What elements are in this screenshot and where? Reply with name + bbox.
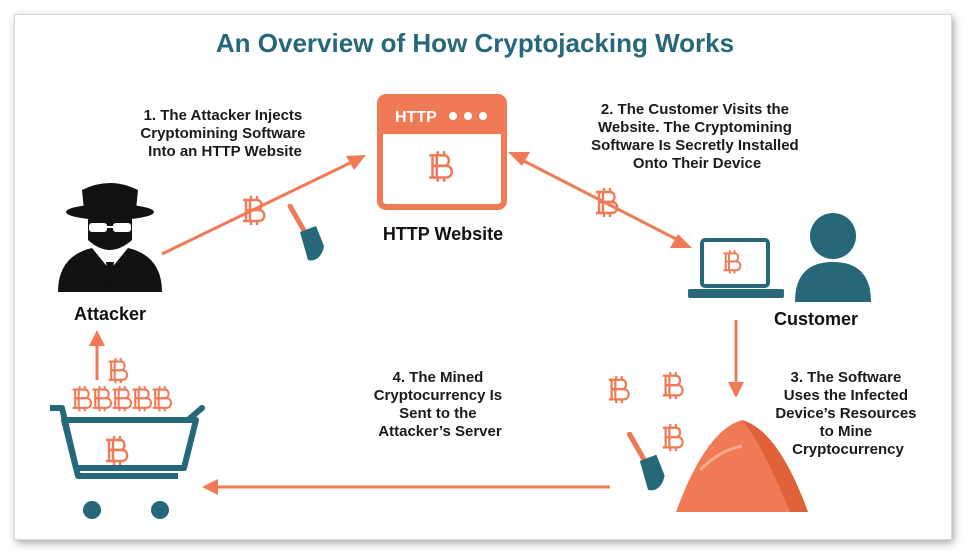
step-4-line: Sent to the xyxy=(399,405,477,422)
website-label: HTTP Website xyxy=(383,224,503,244)
step-4-line: 4. The Mined xyxy=(392,369,483,386)
step-3-text: 3. The Software Uses the Infected Device… xyxy=(775,369,920,458)
shovel-icon xyxy=(290,206,324,260)
arrow-cart-to-attacker xyxy=(89,330,105,380)
bitcoin-icon xyxy=(151,385,173,413)
step-3-line: Cryptocurrency xyxy=(792,441,904,458)
bitcoin-icon xyxy=(131,385,153,413)
bitcoin-icon xyxy=(428,149,454,184)
bitcoin-icon xyxy=(104,434,129,467)
bitcoin-icon xyxy=(722,249,742,275)
shovel-icon xyxy=(629,434,664,490)
step-4-line: Attacker’s Server xyxy=(378,423,502,440)
step-3-line: 3. The Software xyxy=(790,369,901,386)
step-2-line: Onto Their Device xyxy=(633,155,761,172)
http-tag: HTTP xyxy=(395,109,437,126)
bitcoin-icon xyxy=(661,422,684,453)
spy-icon xyxy=(58,183,162,292)
pile-icon xyxy=(676,420,808,512)
bitcoin-icon xyxy=(241,194,266,227)
bitcoin-icon xyxy=(594,186,619,219)
laptop-icon xyxy=(688,238,784,298)
step-1-text: 1. The Attacker Injects Cryptomining Sof… xyxy=(140,107,309,160)
bitcoin-icon xyxy=(607,374,630,405)
arrow-customer-to-pile xyxy=(728,320,744,398)
bitcoin-icon xyxy=(111,385,133,413)
browser-icon xyxy=(377,94,507,210)
cart-icon xyxy=(50,405,205,519)
step-4-line: Cryptocurrency Is xyxy=(374,387,502,404)
step-4-text: 4. The Mined Cryptocurrency Is Sent to t… xyxy=(374,369,507,440)
step-2-line: Software Is Secretly Installed xyxy=(591,137,799,154)
step-2-text: 2. The Customer Visits the Website. The … xyxy=(591,101,803,172)
step-2-line: Website. The Cryptomining xyxy=(598,119,792,136)
bitcoin-icon xyxy=(661,370,684,401)
step-3-line: Device’s Resources xyxy=(775,405,916,422)
step-3-line: to Mine xyxy=(820,423,873,440)
bitcoin-icon xyxy=(71,385,93,413)
diagram-title: An Overview of How Cryptojacking Works xyxy=(216,28,734,58)
attacker-label: Attacker xyxy=(74,304,146,324)
step-1-line: 1. The Attacker Injects xyxy=(144,107,303,124)
arrow-attacker-to-website xyxy=(161,155,366,256)
user-icon xyxy=(795,213,871,302)
step-1-line: Into an HTTP Website xyxy=(148,143,302,160)
bitcoin-icon xyxy=(91,385,113,413)
bitcoin-icon xyxy=(107,357,129,385)
step-3-line: Uses the Infected xyxy=(784,387,908,404)
step-2-line: 2. The Customer Visits the xyxy=(601,101,789,118)
customer-label: Customer xyxy=(774,309,858,329)
arrow-pile-to-cart xyxy=(202,479,610,495)
step-1-line: Cryptomining Software xyxy=(140,125,305,142)
